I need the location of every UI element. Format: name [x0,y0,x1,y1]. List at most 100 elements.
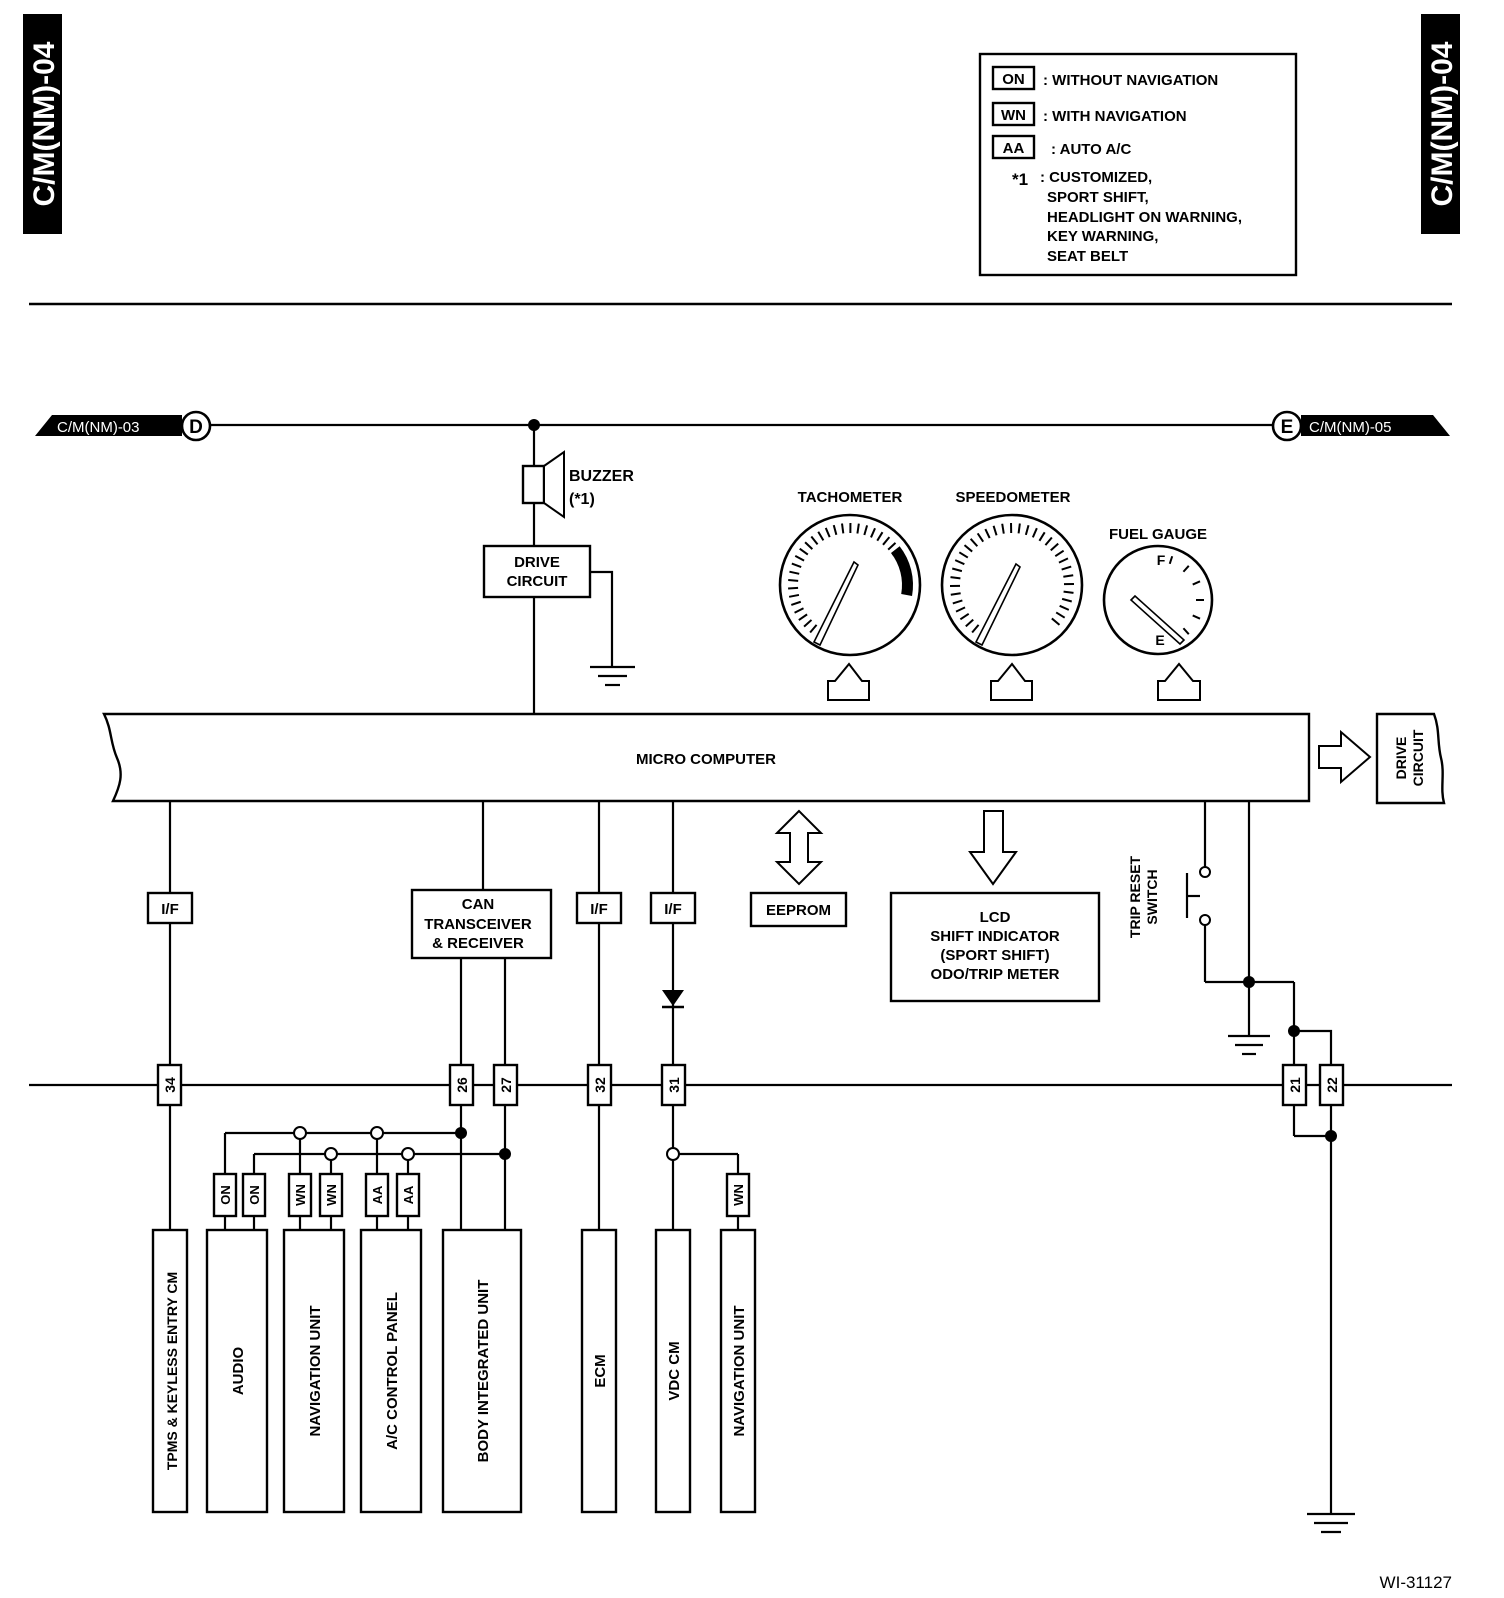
terminal-pin: 32 [586,1063,613,1107]
gauge-tick [1044,536,1053,546]
gauge-tick [882,536,891,546]
speedometer: SPEEDOMETER [940,489,1084,701]
junction-dot [1243,976,1255,988]
option-tag-on: ON [212,1172,238,1218]
legend-note-mark: *1 [1012,170,1028,189]
terminal-pin: 26 [448,1063,475,1107]
svg-text:(SPORT SHIFT): (SPORT SHIFT) [940,947,1049,964]
optional-junction [401,1147,415,1161]
gauge-tick [992,525,998,536]
gauge-tick [965,618,974,628]
fuel-empty-label: E [1155,632,1164,648]
gauge-tick [789,570,800,575]
unit-tpms-keyless-entry-cm: TPMS & KEYLESS ENTRY CM [151,1228,189,1514]
ground-symbol [590,665,635,687]
unit-navigation: NAVIGATION UNIT [282,1228,346,1514]
svg-text:27: 27 [498,1077,514,1093]
svg-text:C/M(NM)-05: C/M(NM)-05 [1309,419,1392,436]
gauge-tick [1182,627,1190,635]
speedometer-label: SPEEDOMETER [955,489,1070,506]
svg-text:WN: WN [324,1184,339,1206]
lcd-display: LCD SHIFT INDICATOR (SPORT SHIFT) ODO/TR… [889,891,1101,1003]
gauge-tick [959,612,970,621]
gauge-tick [794,555,805,562]
option-tag-wn: WN [725,1172,751,1218]
svg-text:I/F: I/F [161,901,179,918]
gauge-tick [841,523,845,534]
ground-symbol [1307,1512,1355,1534]
drive-circuit-buzzer: DRIVE CIRCUIT [482,544,614,714]
legend-desc-wn: : WITH NAVIGATION [1043,108,1187,125]
svg-text:AA: AA [370,1185,385,1204]
interface-box: I/F [575,891,623,925]
svg-text:AUDIO: AUDIO [230,1347,247,1396]
connector-left: C/M(NM)-03 D [35,410,212,442]
svg-text:I/F: I/F [664,901,682,918]
gauge-tick [1061,565,1072,571]
tachometer-label: TACHOMETER [798,489,903,506]
svg-text:34: 34 [162,1077,178,1093]
svg-text:EEPROM: EEPROM [766,902,831,919]
gauge-tick [1059,604,1070,611]
svg-text:C/M(NM)-04: C/M(NM)-04 [1426,41,1459,206]
gauge-tick [952,599,963,605]
svg-text:WN: WN [293,1184,308,1206]
gauge-tick [1051,617,1061,626]
gauge-arrow [1157,662,1201,701]
svg-text:I/F: I/F [590,901,608,918]
legend-note-line: SPORT SHIFT, [1047,189,1149,206]
interface-box: I/F [146,891,194,925]
svg-text:31: 31 [666,1077,682,1093]
svg-text:TRANSCEIVER: TRANSCEIVER [424,916,532,933]
tachometer: TACHOMETER [778,489,922,701]
optional-junction [324,1147,338,1161]
gauge-tick [788,579,799,582]
micro-computer-label: MICRO COMPUTER [636,751,776,768]
svg-text:CAN: CAN [462,896,495,913]
gauge-tick [799,547,809,556]
gauge-tick [876,531,884,542]
svg-text:ON: ON [247,1185,262,1205]
gauge-tick [984,528,991,539]
gauge-tick [963,544,973,553]
terminal-pin: 27 [492,1063,519,1107]
unit-body-integrated: BODY INTEGRATED UNIT [441,1228,523,1514]
gauge-tick [1168,555,1174,565]
unit-navigation: NAVIGATION UNIT [719,1228,757,1514]
trip-reset-switch: TRIP RESET SWITCH [1127,801,1294,984]
gauge-tick [817,531,825,541]
ground-symbol [1228,1034,1270,1056]
unit-ecm: ECM [580,1228,618,1514]
gauge-tick [1024,524,1030,536]
gauge-tick [863,525,869,536]
gauge-tick [1017,523,1021,534]
gauge-tick [856,523,860,534]
svg-text:TPMS & KEYLESS ENTRY CM: TPMS & KEYLESS ENTRY CM [164,1272,180,1470]
gauge-arrow [990,662,1033,701]
legend-note-line: : CUSTOMIZED, [1040,169,1152,186]
svg-text:NAVIGATION UNIT: NAVIGATION UNIT [307,1305,324,1436]
gauge-tick [1031,527,1038,538]
unit-vdc-cm: VDC CM [654,1228,692,1514]
gauge-tick [810,535,819,545]
junction-dot [499,1148,511,1160]
gauge-tick [824,527,831,538]
eeprom: EEPROM [749,891,848,928]
fuel-gauge-label: FUEL GAUGE [1109,526,1207,543]
svg-text:21: 21 [1287,1077,1303,1093]
output-arrow [1318,729,1372,785]
gauge-tick [969,538,979,547]
gauge-tick [794,607,804,614]
gauge-tick [1001,523,1005,534]
tachometer-redzone [890,546,913,596]
legend-note-line: HEADLIGHT ON WARNING, [1047,209,1242,226]
optional-junction [293,1126,307,1140]
gauge-tick [1055,611,1066,619]
drive-circuit-output: DRIVE CIRCUIT [1375,712,1446,805]
svg-text:22: 22 [1324,1077,1340,1093]
gauge-tick [809,624,818,634]
gauge-tick [1063,590,1074,594]
buzzer: BUZZER (*1) [521,425,634,546]
gauge-tick [1061,597,1073,603]
gauge-tick [950,576,961,580]
